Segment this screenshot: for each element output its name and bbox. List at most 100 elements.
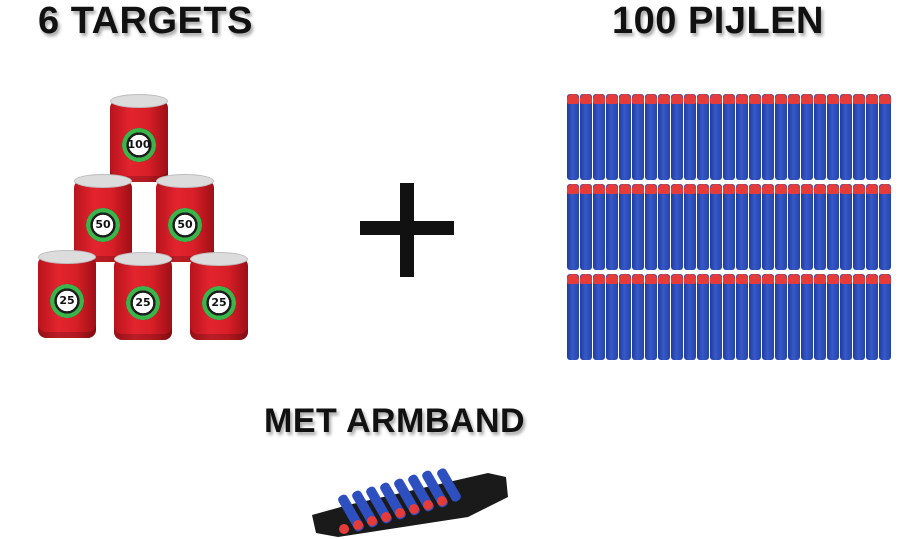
target-can: 100 [110,94,168,182]
foam-dart [593,274,605,360]
target-can: 25 [114,252,172,340]
foam-dart [710,94,722,180]
foam-dart [866,184,878,270]
foam-dart [762,94,774,180]
bullseye-icon: 50 [86,208,120,242]
foam-dart [658,184,670,270]
bullseye-icon: 50 [168,208,202,242]
targets-heading: 6 TARGETS [38,0,253,42]
target-score: 50 [95,218,111,231]
foam-dart [619,274,631,360]
foam-dart [853,94,865,180]
foam-dart [762,184,774,270]
foam-dart [814,184,826,270]
foam-dart [684,94,696,180]
foam-dart [814,274,826,360]
foam-dart [632,274,644,360]
foam-dart [697,184,709,270]
foam-dart [619,94,631,180]
darts-heading: 100 PIJLEN [612,0,824,42]
foam-dart [567,184,579,270]
foam-dart [736,274,748,360]
foam-dart [827,274,839,360]
foam-dart [827,184,839,270]
foam-dart [632,94,644,180]
foam-dart [840,184,852,270]
foam-dart [619,184,631,270]
foam-dart [879,94,891,180]
foam-dart [645,274,657,360]
target-can: 25 [38,250,96,338]
foam-dart [723,94,735,180]
foam-dart [879,274,891,360]
foam-dart [749,94,761,180]
foam-dart [801,274,813,360]
foam-dart [697,274,709,360]
foam-dart [684,184,696,270]
foam-dart [788,184,800,270]
foam-dart [775,184,787,270]
foam-dart [580,94,592,180]
target-score: 25 [135,296,151,309]
foam-dart [580,274,592,360]
foam-dart [775,274,787,360]
foam-dart [645,94,657,180]
foam-dart [723,274,735,360]
foam-dart [671,94,683,180]
target-can: 50 [74,174,132,262]
dart-row [567,274,891,360]
foam-dart [606,184,618,270]
plus-icon [360,183,454,277]
foam-dart [684,274,696,360]
foam-dart [788,94,800,180]
bullseye-icon: 25 [50,284,84,318]
bullseye-icon: 100 [122,128,156,162]
foam-dart [736,94,748,180]
foam-dart [671,274,683,360]
foam-dart [827,94,839,180]
foam-dart [632,184,644,270]
foam-dart [658,94,670,180]
foam-dart [814,94,826,180]
foam-dart [567,94,579,180]
foam-dart [567,274,579,360]
foam-dart [801,94,813,180]
dart-row [567,94,891,180]
target-score: 100 [127,138,151,151]
foam-dart [658,274,670,360]
dart-row [567,184,891,270]
foam-dart [606,274,618,360]
target-can: 50 [156,174,214,262]
foam-dart [645,184,657,270]
foam-dart [671,184,683,270]
foam-dart [697,94,709,180]
foam-dart [749,274,761,360]
foam-dart [593,184,605,270]
target-can: 25 [190,252,248,340]
foam-dart [879,184,891,270]
foam-dart [710,184,722,270]
foam-dart [853,184,865,270]
foam-dart [736,184,748,270]
foam-dart [749,184,761,270]
target-score: 50 [177,218,193,231]
foam-dart [840,94,852,180]
foam-dart [580,184,592,270]
foam-dart [710,274,722,360]
bullseye-icon: 25 [126,286,160,320]
target-score: 25 [59,294,75,307]
foam-dart [762,274,774,360]
foam-dart [723,184,735,270]
foam-dart [788,274,800,360]
bullseye-icon: 25 [202,286,236,320]
foam-dart [775,94,787,180]
target-score: 25 [211,296,227,309]
foam-dart [853,274,865,360]
dart-armband-image [312,468,508,537]
armband-heading: MET ARMBAND [264,402,526,440]
foam-dart [866,274,878,360]
foam-dart [593,94,605,180]
foam-dart [866,94,878,180]
foam-dart [801,184,813,270]
foam-dart [840,274,852,360]
